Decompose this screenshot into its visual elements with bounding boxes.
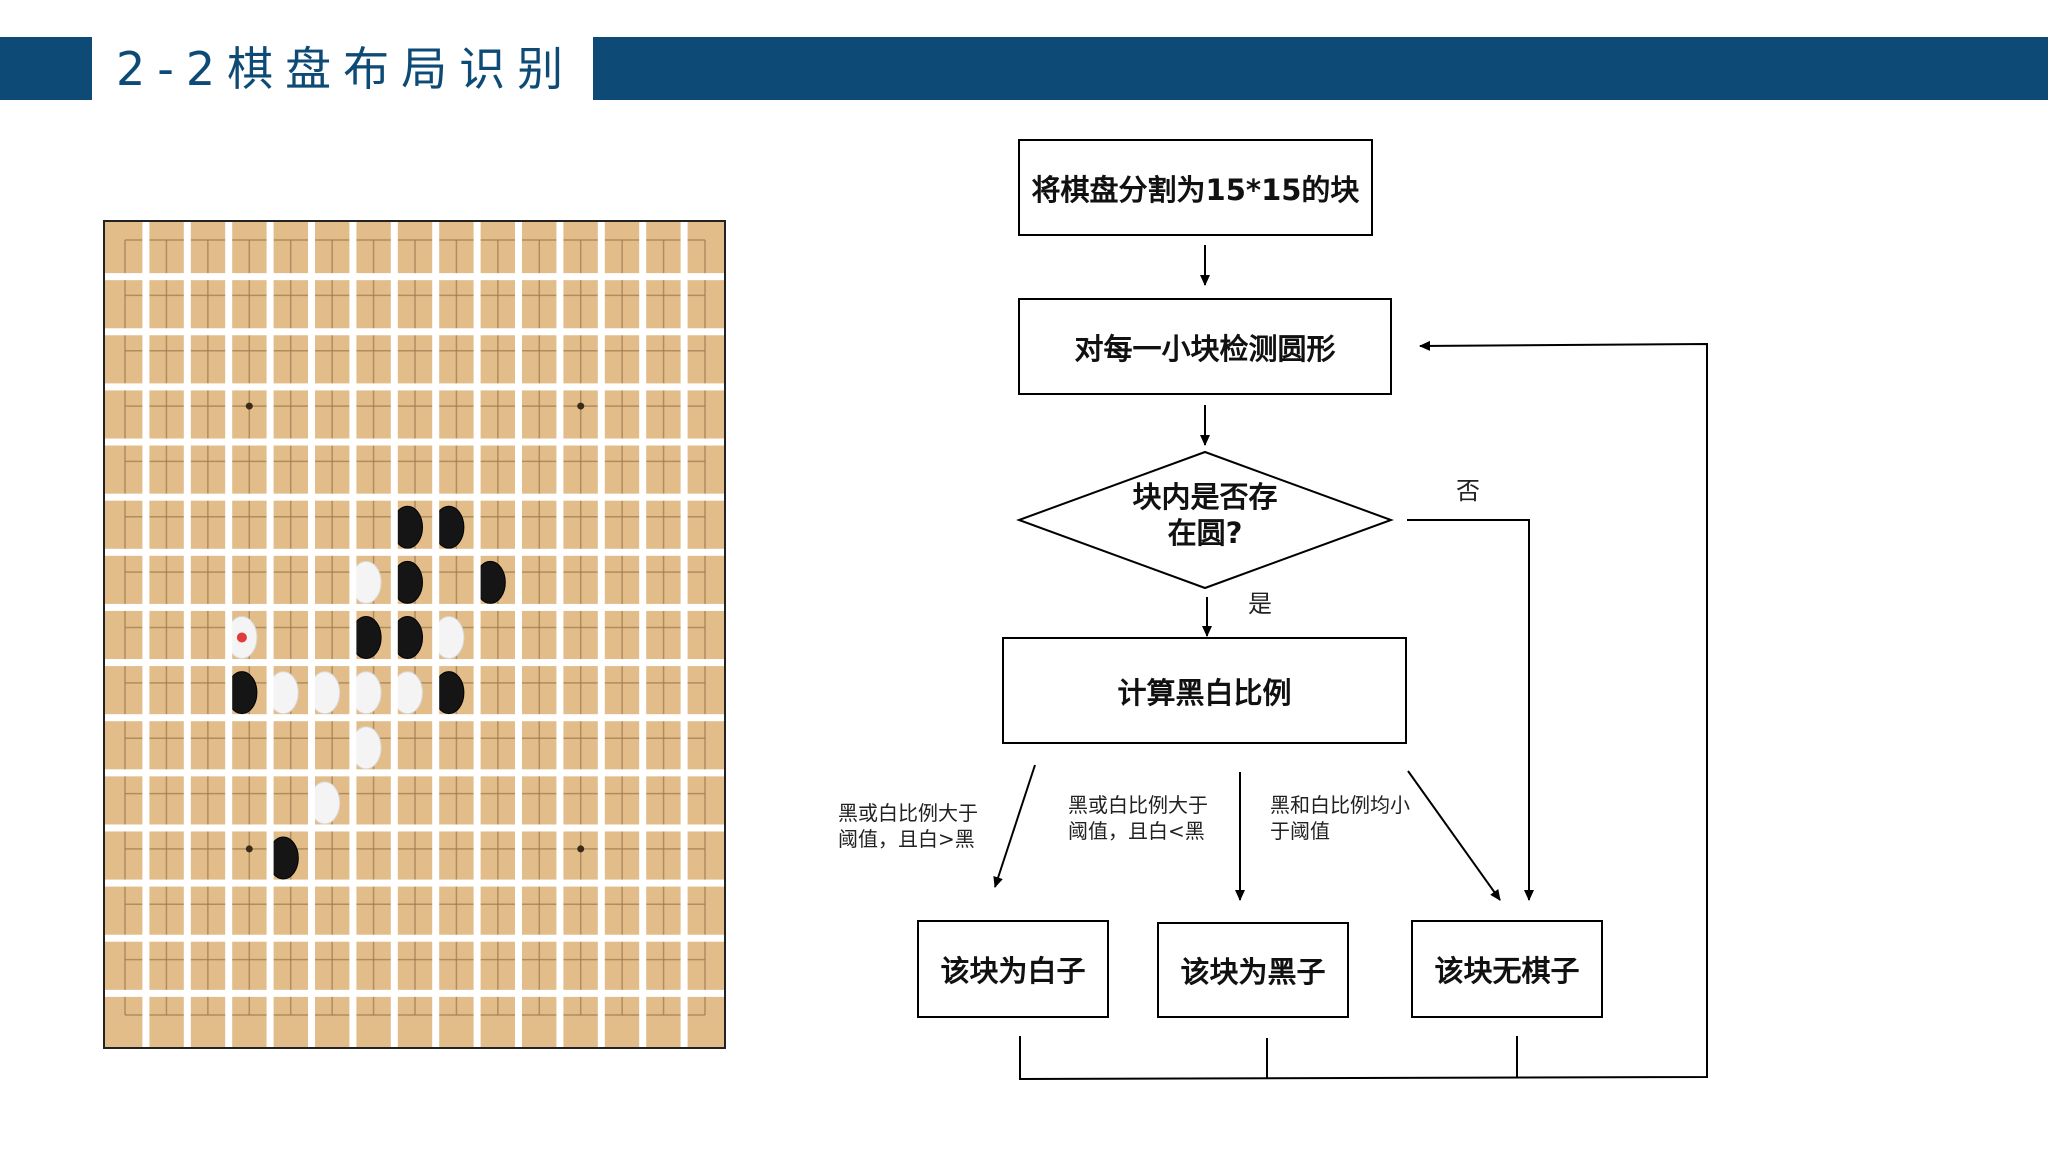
block-divider-horizontal [104, 548, 725, 556]
star-point [245, 845, 253, 853]
block-divider-vertical [680, 221, 688, 1048]
block-divider-horizontal [104, 934, 725, 942]
edge-label-to-white: 黑或白比例大于 阈值，且白>黑 [838, 801, 978, 851]
block-divider-horizontal [104, 603, 725, 611]
edge-label-to-black: 黑或白比例大于 阈值，且白<黑 [1068, 793, 1208, 843]
block-divider-vertical [515, 221, 522, 1048]
block-divider-horizontal [104, 438, 725, 446]
node-compute-label: 计算黑白比例 [1117, 675, 1292, 710]
node-decision-diamond [1016, 450, 1394, 590]
block-divider-vertical [225, 221, 233, 1048]
loop-back-line [1019, 340, 1708, 1081]
block-divider-vertical [473, 221, 481, 1048]
node-split-label: 将棋盘分割为15*15的块 [1031, 172, 1360, 207]
block-divider-vertical [142, 221, 150, 1048]
block-divider-horizontal [104, 714, 725, 722]
block-divider-horizontal [104, 824, 725, 832]
node-empty-box [1411, 920, 1603, 1018]
page-title: 2-2棋盘布局识别 [116, 42, 576, 96]
block-divider-vertical [639, 221, 647, 1048]
last-move-marker [236, 632, 247, 643]
block-divider-horizontal [104, 769, 725, 777]
block-divider-vertical [349, 221, 357, 1048]
star-point [577, 402, 585, 410]
node-empty-label: 该块无棋子 [1434, 954, 1580, 988]
board-frame [103, 220, 726, 1049]
node-decision-label: 块内是否存 在圆? [1132, 480, 1278, 550]
block-divider-horizontal [104, 273, 725, 281]
node-white-label: 该块为白子 [940, 954, 1086, 988]
block-divider-vertical [556, 221, 564, 1048]
arrow-to-empty [1407, 770, 1501, 901]
arrow-to-white [993, 764, 1036, 888]
node-detect-label: 对每一小块检测圆形 [1074, 331, 1336, 366]
node-detect-box [1018, 298, 1392, 395]
block-divider-horizontal [104, 383, 725, 391]
header-bar-left [0, 37, 92, 100]
block-divider-vertical [390, 221, 398, 1048]
arrow-decision-no [1407, 519, 1534, 901]
block-divider-vertical [183, 221, 191, 1048]
block-divider-vertical [308, 221, 315, 1048]
block-divider-vertical [266, 221, 274, 1048]
node-white-box [917, 920, 1109, 1018]
header-bar-right [593, 37, 2048, 100]
block-divider-horizontal [104, 879, 725, 887]
block-divider-horizontal [104, 328, 725, 336]
block-divider-vertical [597, 221, 605, 1048]
block-divider-horizontal [104, 989, 725, 997]
node-split-box [1018, 139, 1373, 236]
node-black-label: 该块为黑子 [1180, 955, 1326, 989]
edge-label-yes: 是 [1248, 590, 1272, 618]
edge-label-to-empty: 黑和白比例均小 于阈值 [1270, 793, 1410, 843]
star-point [245, 402, 253, 410]
star-point [577, 845, 585, 853]
edge-label-no: 否 [1456, 477, 1480, 505]
node-black-box [1157, 922, 1349, 1018]
block-divider-vertical [432, 221, 440, 1048]
block-divider-horizontal [104, 659, 725, 667]
block-divider-horizontal [104, 493, 725, 501]
node-compute-box [1002, 637, 1407, 744]
